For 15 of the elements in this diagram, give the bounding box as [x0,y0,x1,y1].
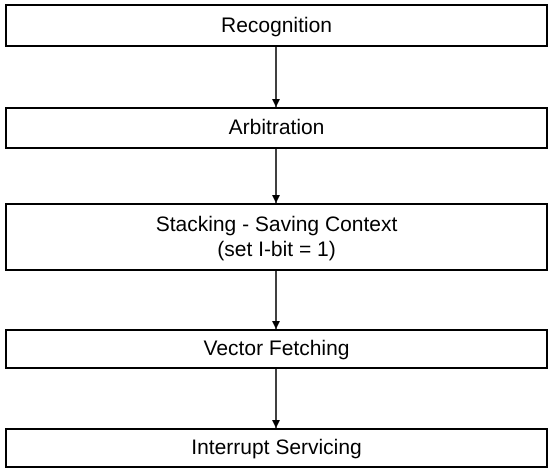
step-label: Arbitration [228,115,324,141]
step-label: Stacking - Saving Context [156,212,398,237]
arrow [272,149,280,203]
step-label: Interrupt Servicing [191,435,362,461]
process-box [5,329,548,369]
process-box [5,4,548,47]
process-box [5,107,548,149]
process-box [5,203,548,271]
arrow [272,369,280,428]
arrow [272,47,280,107]
step-label: (set I-bit = 1) [217,237,336,262]
step-label: Vector Fetching [204,336,350,362]
step-label: Recognition [221,12,332,38]
arrow [272,271,280,329]
process-box [5,428,548,468]
